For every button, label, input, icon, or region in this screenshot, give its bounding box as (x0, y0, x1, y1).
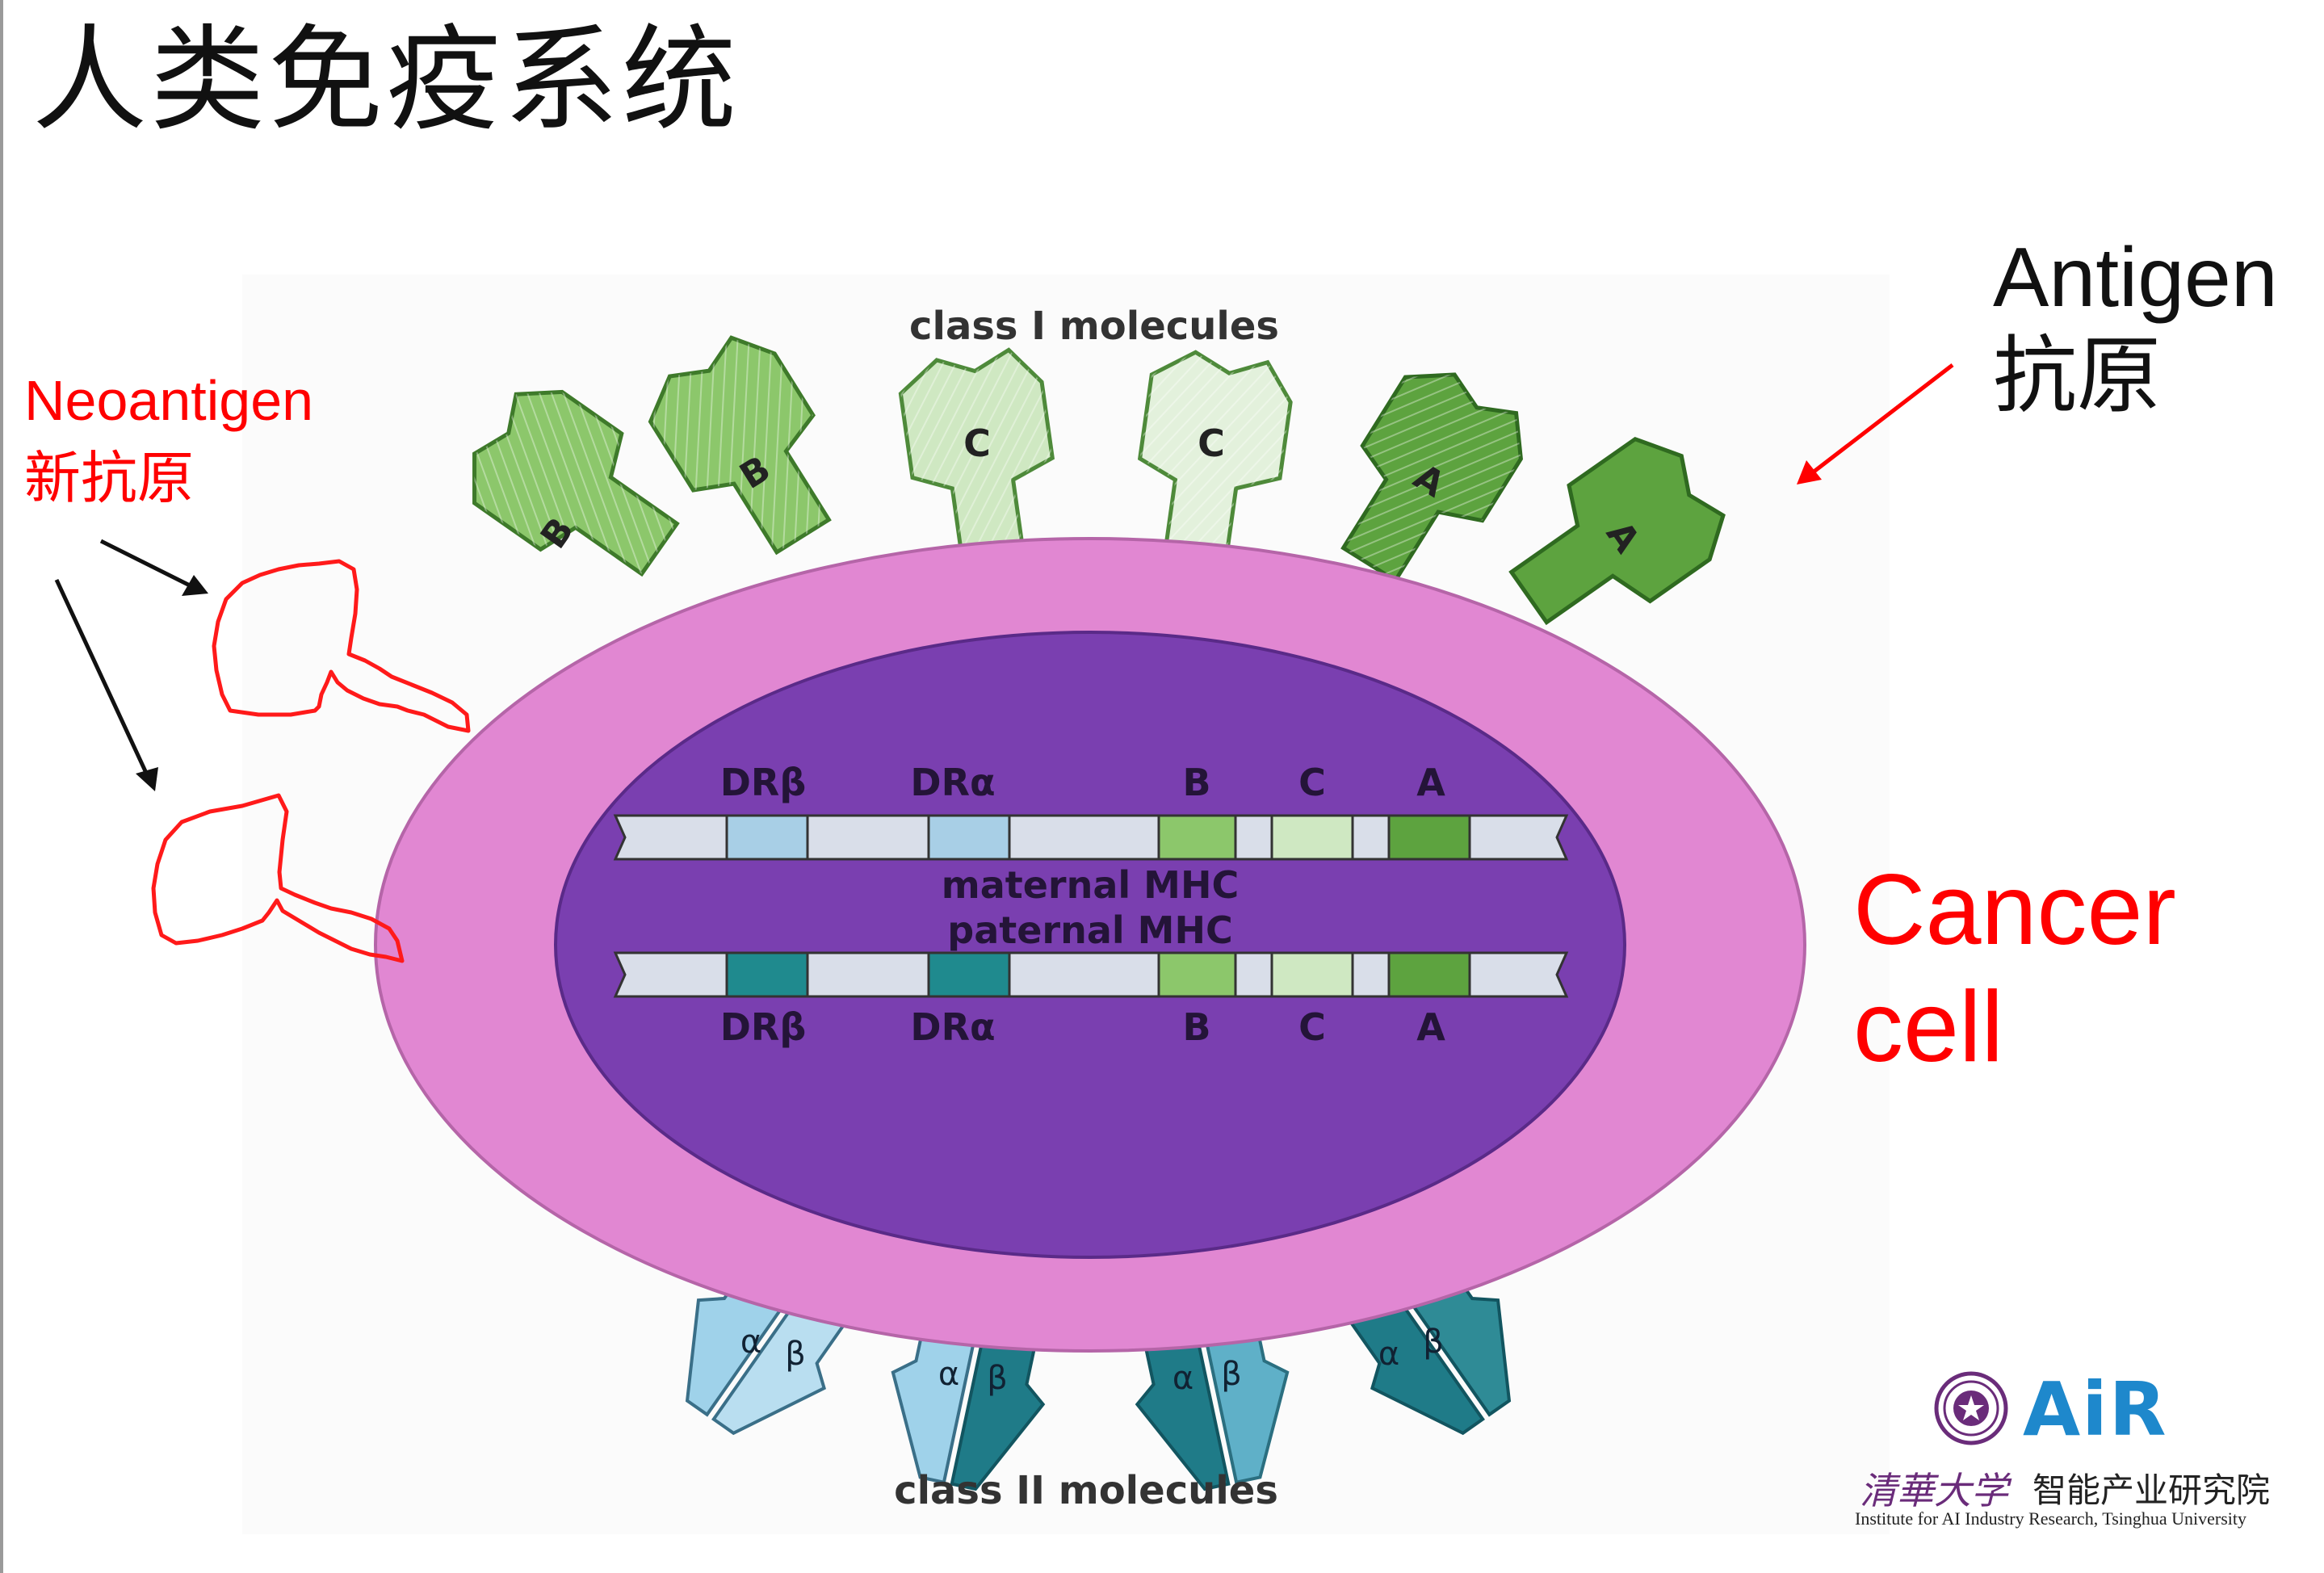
maternal-mhc-label: maternal MHC (942, 863, 1239, 907)
paternal-mhc-label: paternal MHC (947, 908, 1232, 952)
institute-name-cn: 智能产业研究院 (2032, 1470, 2271, 1510)
tsinghua-air-logo: AiR 清華大学 智能产业研究院 Institute for AI Indust… (1853, 1366, 2305, 1529)
class2-beta-2: β (987, 1360, 1008, 1397)
band-top-label-dra: DRα (910, 761, 995, 804)
neoantigen-annotation: Neoantigen 新抗原 (24, 362, 313, 517)
class2-alpha-3: α (1172, 1360, 1193, 1397)
class1-molecule-a-1 (1340, 372, 1523, 584)
band-bottom-label-a: A (1416, 1005, 1445, 1049)
institute-name-en: Institute for AI Industry Research, Tsin… (1855, 1508, 2247, 1529)
maternal-mhc-band (613, 814, 1569, 861)
tsinghua-seal-icon (1934, 1371, 2008, 1445)
slide-left-edge (0, 0, 3, 1573)
neoantigen-outline-1 (212, 559, 471, 733)
class1-molecule-c-1 (898, 347, 1055, 571)
slide-title: 人类免疫系统 (32, 14, 740, 147)
band-top-label-c: C (1298, 761, 1326, 804)
band-bottom-label-dra: DRα (910, 1005, 995, 1049)
antigen-arrow (1797, 363, 1954, 484)
antigen-annotation: Antigen 抗原 (1993, 229, 2278, 426)
class1-molecule-b-2 (648, 335, 832, 556)
class2-beta-3: β (1221, 1356, 1242, 1393)
neoantigen-outline-2 (151, 793, 405, 963)
antigen-label-cn: 抗原 (1993, 329, 2162, 423)
class1-label-c-1: C (963, 422, 991, 465)
band-top-label-a: A (1416, 761, 1445, 804)
class1-molecule-c-2 (1137, 350, 1293, 571)
cell-nucleus (554, 631, 1626, 1259)
band-top-label-b: B (1182, 761, 1210, 804)
paternal-mhc-band (613, 951, 1569, 998)
class2-molecules-label: class II molecules (894, 1468, 1278, 1513)
band-bottom-label-c: C (1298, 1005, 1326, 1049)
band-bottom-label-drb: DRβ (720, 1005, 807, 1049)
class1-molecule-a-2 (1508, 436, 1726, 626)
band-bottom-label-b: B (1182, 1005, 1210, 1049)
antigen-label-en: Antigen (1993, 231, 2278, 325)
class1-label-c-2: C (1198, 422, 1225, 465)
class2-alpha-2: α (938, 1356, 959, 1393)
air-wordmark: AiR (2023, 1366, 2168, 1453)
class2-beta-4: β (1423, 1323, 1444, 1361)
neoantigen-arrow-1 (99, 539, 208, 596)
neoantigen-label-en: Neoantigen (24, 369, 314, 432)
class2-beta-1: β (785, 1336, 806, 1373)
cancer-cell-annotation: Cancer cell (1853, 852, 2176, 1086)
neoantigen-label-cn: 新抗原 (24, 447, 194, 510)
class2-alpha-4: α (1378, 1336, 1399, 1373)
class1-molecule-b-1 (472, 389, 680, 577)
band-top-label-drb: DRβ (720, 761, 807, 804)
tsinghua-name-cn: 清華大学 (1860, 1469, 2008, 1512)
cancer-label-line2: cell (1853, 971, 2004, 1083)
class1-molecules-label: class I molecules (909, 304, 1279, 349)
neoantigen-arrow-2 (54, 578, 158, 791)
class2-alpha-1: α (740, 1323, 761, 1361)
cancer-label-line1: Cancer (1853, 854, 2176, 966)
